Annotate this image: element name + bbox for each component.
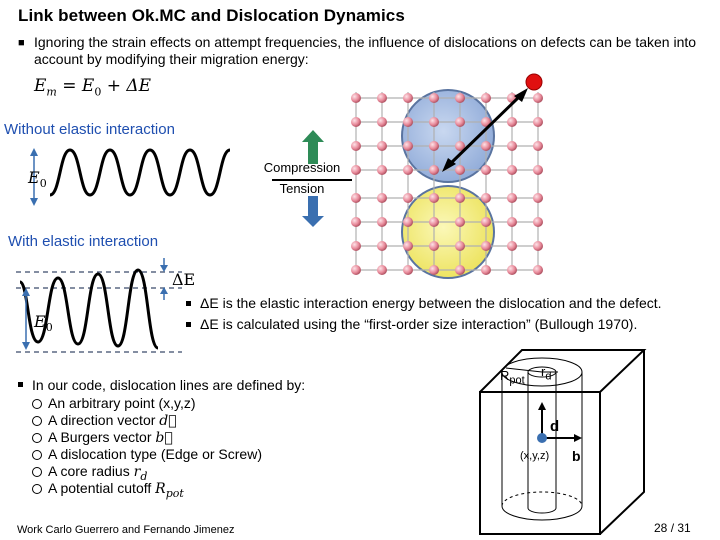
tension-zone xyxy=(401,185,495,279)
param-type: A dislocation type (Edge or Screw) xyxy=(32,446,262,463)
square-bullet-icon: ■ xyxy=(18,37,25,49)
param-core-radius: A core radius rd xyxy=(32,463,262,483)
param-burgers: A Burgers vector b⃗ xyxy=(32,429,262,446)
intro-bullet: ■ Ignoring the strain effects on attempt… xyxy=(18,34,708,68)
slide-title: Link between Ok.MC and Dislocation Dynam… xyxy=(18,6,405,25)
intro-bullet-text: Ignoring the strain effects on attempt f… xyxy=(34,34,697,67)
label-with-interaction: With elastic interaction xyxy=(8,233,159,250)
rpot-arrow xyxy=(505,367,543,373)
compression-tension-divider xyxy=(272,179,352,181)
eq-em: E xyxy=(34,76,47,96)
cyl-b-label: b xyxy=(572,448,581,464)
dashed-levels xyxy=(16,271,182,353)
dislocation-cylinder-diagram xyxy=(479,349,647,535)
lattice-atoms xyxy=(351,93,543,275)
wave-interaction-curve xyxy=(18,268,160,350)
cutoff-cylinder xyxy=(501,357,583,521)
dislocation-definition-text: In our code, dislocation lines are defin… xyxy=(18,376,305,394)
energy-wave-plain xyxy=(30,148,231,206)
page-number: 28 / 31 xyxy=(654,521,691,535)
e0-label-bottom: E0 xyxy=(34,312,53,335)
delta-e-bullet-1: ΔE is the elastic interaction energy bet… xyxy=(186,293,720,314)
page-total: 31 xyxy=(677,521,691,535)
compression-zone xyxy=(401,89,495,183)
cyl-rpot-label: Rpot xyxy=(500,368,525,387)
crystal-lattice-figure xyxy=(351,73,543,279)
param-point: An arbitrary point (x,y,z) xyxy=(32,395,262,412)
strain-arrows xyxy=(302,130,324,227)
dislocation-defect-arrow xyxy=(448,94,522,166)
delta-e-label: ΔE xyxy=(172,270,196,289)
dislocation-parameters-list: An arbitrary point (x,y,z) A direction v… xyxy=(32,395,262,500)
simulation-box xyxy=(479,349,647,535)
compression-arrow-icon xyxy=(302,130,324,164)
point-xyz-icon xyxy=(537,433,547,443)
dislocation-definition-bullet: In our code, dislocation lines are defin… xyxy=(18,376,305,394)
eq-e0-sub: 0 xyxy=(94,85,102,99)
param-cutoff: A potential cutoff Rpot xyxy=(32,480,262,500)
migration-energy-equation: Em = E0 + ΔE xyxy=(34,76,151,98)
wave-plain-curve xyxy=(49,148,231,197)
delta-e-bullet-2: ΔE is calculated using the “first-order … xyxy=(186,314,720,335)
param-direction: A direction vector d⃗ xyxy=(32,412,262,429)
e0-label-top: E0 xyxy=(28,168,47,191)
label-without-interaction: Without elastic interaction xyxy=(4,121,175,138)
page-current: 28 xyxy=(654,521,668,535)
cyl-point-label: (x,y,z) xyxy=(520,450,550,462)
eq-delta: + ΔE xyxy=(101,76,152,96)
page-separator: / xyxy=(667,521,678,535)
label-tension: Tension xyxy=(279,181,325,196)
eq-e0: = E xyxy=(56,76,95,96)
label-compression: Compression xyxy=(263,160,341,175)
delta-e-bullets: ΔE is the elastic interaction energy bet… xyxy=(186,293,720,335)
footer-credit: Work Carlo Guerrero and Fernando Jimenez xyxy=(17,524,235,536)
defect-icon xyxy=(525,73,543,91)
tension-arrow-icon xyxy=(302,196,324,227)
energy-wave-interaction xyxy=(16,258,182,353)
cyl-d-label: d xyxy=(550,418,560,435)
eq-em-sub: m xyxy=(46,85,57,99)
cyl-rd-label: rd xyxy=(541,364,552,383)
